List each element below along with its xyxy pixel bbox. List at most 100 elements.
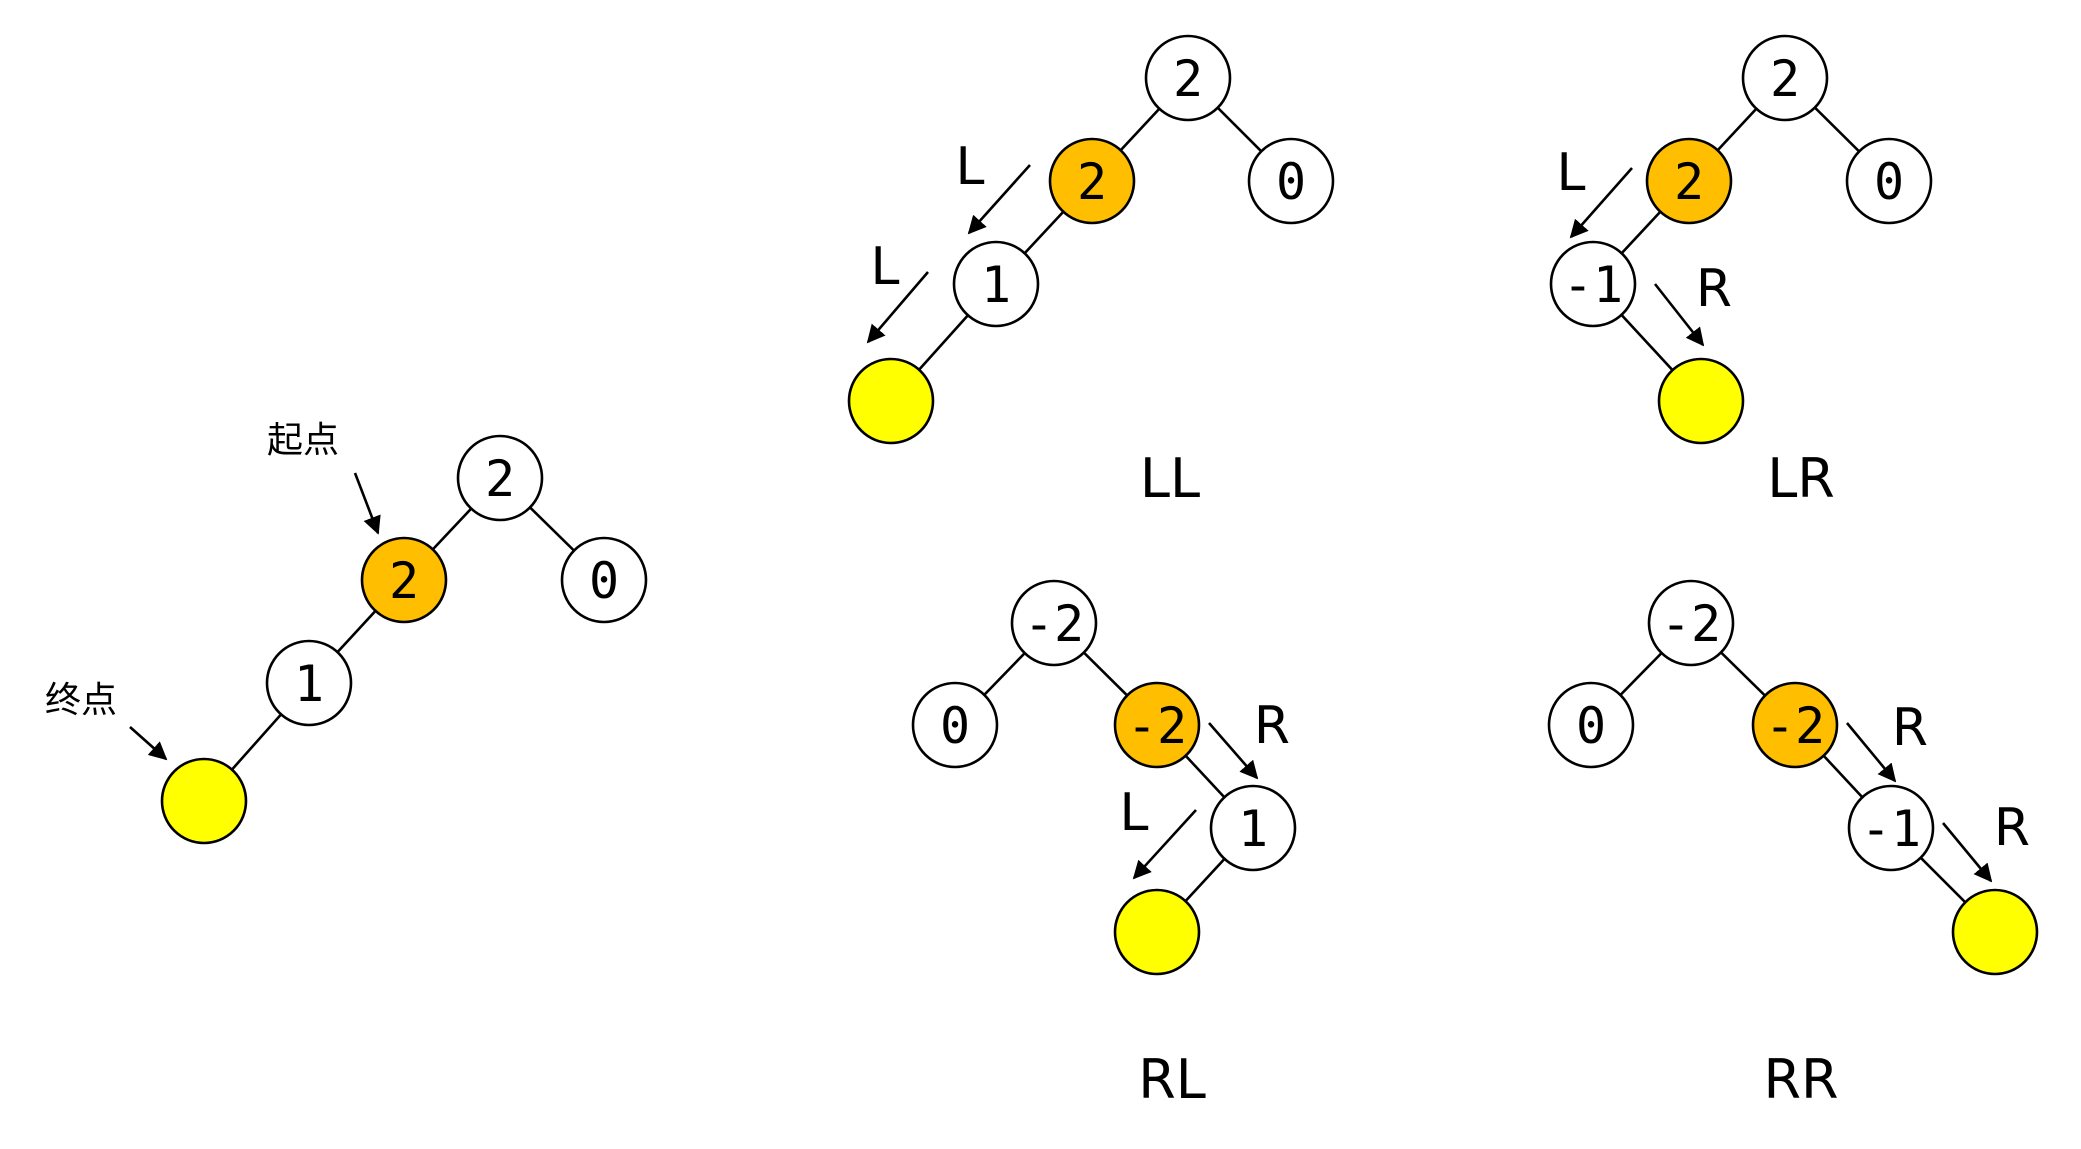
node-value: 2 bbox=[485, 450, 515, 508]
case-title-lr: LR bbox=[1767, 447, 1835, 510]
direction-label: R bbox=[1892, 698, 1928, 758]
node-circle bbox=[1547, 681, 1635, 769]
tree-node-start: 2 bbox=[1645, 137, 1733, 225]
tree-main: 2 2 0 1 bbox=[160, 434, 648, 845]
node-circle bbox=[265, 639, 353, 727]
tree-node-normal: 0 bbox=[1247, 137, 1335, 225]
tree-node-start: -2 bbox=[1751, 681, 1839, 769]
direction-arrow bbox=[1845, 722, 1897, 783]
node-value: 0 bbox=[589, 552, 619, 610]
direction-label: L bbox=[956, 137, 985, 197]
node-value: 0 bbox=[1576, 697, 1606, 755]
case-title-rr: RR bbox=[1763, 1048, 1838, 1111]
tree-node-normal: 2 bbox=[456, 434, 544, 522]
tree-node-inserted bbox=[1113, 888, 1201, 976]
node-circle bbox=[1113, 888, 1201, 976]
tree-node-normal: 1 bbox=[1209, 784, 1297, 872]
node-value: 1 bbox=[981, 256, 1011, 314]
node-value: -2 bbox=[1661, 595, 1721, 653]
node-circle bbox=[911, 681, 999, 769]
node-circle bbox=[952, 240, 1040, 328]
direction-arrow bbox=[967, 164, 1031, 235]
tree-node-normal: -2 bbox=[1647, 579, 1735, 667]
node-circle bbox=[560, 536, 648, 624]
node-circle bbox=[456, 434, 544, 522]
node-value: 1 bbox=[1238, 800, 1268, 858]
direction-label: R bbox=[1994, 798, 2030, 858]
start-point-arrow bbox=[353, 472, 381, 535]
direction-arrow bbox=[866, 271, 929, 344]
direction-label: R bbox=[1254, 696, 1290, 756]
tree-node-start: 2 bbox=[1048, 137, 1136, 225]
node-value: 2 bbox=[1674, 153, 1704, 211]
tree-node-normal: 1 bbox=[265, 639, 353, 727]
direction-label: L bbox=[871, 237, 900, 297]
direction-arrow bbox=[1569, 167, 1633, 239]
tree-node-inserted bbox=[1657, 357, 1745, 445]
node-circle bbox=[1657, 357, 1745, 445]
end-point-label: 终点 bbox=[45, 680, 117, 721]
node-circle bbox=[1647, 579, 1735, 667]
node-circle bbox=[160, 757, 248, 845]
end-point-arrow bbox=[129, 726, 168, 761]
direction-arrow bbox=[1653, 283, 1705, 347]
node-circle bbox=[1951, 888, 2039, 976]
tree-node-normal: -1 bbox=[1549, 240, 1637, 328]
node-value: 0 bbox=[1874, 153, 1904, 211]
tree-node-inserted bbox=[847, 357, 935, 445]
tree-node-inserted bbox=[160, 757, 248, 845]
tree-node-normal: 2 bbox=[1741, 34, 1829, 122]
node-circle bbox=[1209, 784, 1297, 872]
node-value: 2 bbox=[1173, 50, 1203, 108]
node-circle bbox=[1247, 137, 1335, 225]
tree-node-normal: 0 bbox=[911, 681, 999, 769]
direction-arrow bbox=[1208, 722, 1259, 780]
tree-node-normal: 1 bbox=[952, 240, 1040, 328]
tree-node-start: 2 bbox=[360, 536, 448, 624]
node-value: 2 bbox=[1077, 153, 1107, 211]
node-circle bbox=[1741, 34, 1829, 122]
direction-label: R bbox=[1696, 259, 1732, 319]
node-value: 0 bbox=[1276, 153, 1306, 211]
tree-node-normal: 0 bbox=[1845, 137, 1933, 225]
tree-node-normal: -2 bbox=[1010, 579, 1098, 667]
node-value: 2 bbox=[1770, 50, 1800, 108]
node-circle bbox=[847, 357, 935, 445]
tree-node-normal: 0 bbox=[1547, 681, 1635, 769]
node-circle bbox=[1048, 137, 1136, 225]
node-circle bbox=[360, 536, 448, 624]
node-value: 0 bbox=[940, 697, 970, 755]
direction-arrow bbox=[1132, 809, 1197, 880]
node-value: 1 bbox=[294, 655, 324, 713]
node-circle bbox=[1751, 681, 1839, 769]
node-circle bbox=[1144, 34, 1232, 122]
node-value: 2 bbox=[389, 552, 419, 610]
tree-node-normal: 0 bbox=[560, 536, 648, 624]
node-value: -1 bbox=[1563, 256, 1623, 314]
node-value: -2 bbox=[1127, 697, 1187, 755]
node-circle bbox=[1645, 137, 1733, 225]
direction-label: L bbox=[1120, 783, 1149, 843]
tree-node-inserted bbox=[1951, 888, 2039, 976]
node-value: -2 bbox=[1765, 697, 1825, 755]
node-circle bbox=[1113, 681, 1201, 769]
node-value: -2 bbox=[1024, 595, 1084, 653]
node-circle bbox=[1845, 137, 1933, 225]
direction-arrow bbox=[1941, 822, 1993, 883]
tree-node-normal: 2 bbox=[1144, 34, 1232, 122]
node-value: -1 bbox=[1861, 800, 1921, 858]
tree-node-start: -2 bbox=[1113, 681, 1201, 769]
case-title-rl: RL bbox=[1138, 1048, 1206, 1111]
start-point-label: 起点 bbox=[267, 420, 339, 461]
case-title-ll: LL bbox=[1140, 447, 1200, 510]
direction-label: L bbox=[1557, 143, 1586, 203]
node-circle bbox=[1847, 784, 1935, 872]
tree-node-normal: -1 bbox=[1847, 784, 1935, 872]
node-circle bbox=[1010, 579, 1098, 667]
node-circle bbox=[1549, 240, 1637, 328]
